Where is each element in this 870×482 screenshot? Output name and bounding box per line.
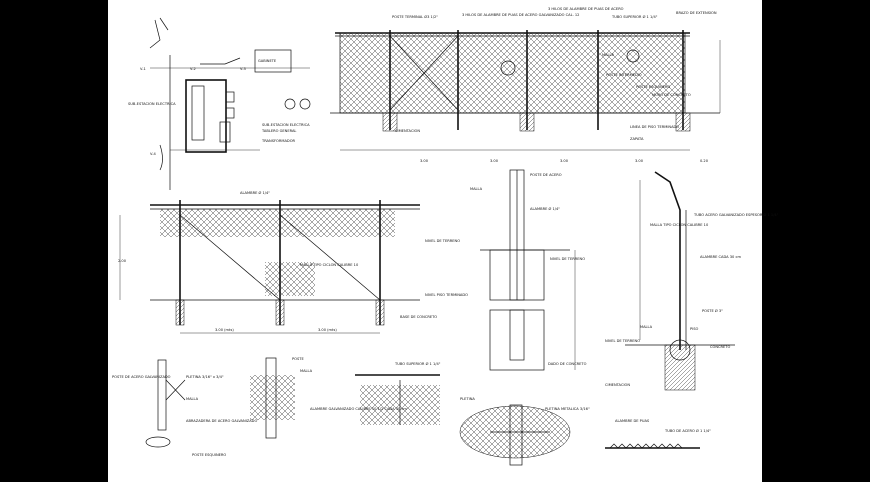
d2-label-1: MALLA	[300, 369, 313, 373]
post-label-2: ALAMBRE Ø 1/4"	[530, 206, 560, 211]
mid-dim-0: 3.00 (mts)	[215, 328, 234, 332]
side-label-5: PISO	[690, 327, 699, 331]
d1-label-4: POSTE ESQUINERO	[192, 453, 226, 457]
top-dim-2: 3.00	[560, 159, 569, 163]
side-label-1: MALLA TIPO CICLON CALIBRE 10	[650, 223, 709, 227]
post-label-1: MALLA	[470, 187, 483, 191]
top-label-2: 3 HILOS DE ALAMBRE DE PUAS DE ACERO	[548, 7, 624, 11]
site-axis-4: V-4	[150, 152, 157, 156]
mid-label-4: BASE DE CONCRETO	[400, 315, 437, 319]
side-label-7: CIMENTACION	[605, 383, 630, 387]
post-label-0: POSTE DE ACERO	[530, 173, 562, 177]
top-dim-0: 3.00	[420, 159, 429, 163]
d1-label-3: ABRAZADERA DE ACERO GALVANIZADO	[186, 419, 257, 423]
side-label-2: ALAMBRE CADA 30 cm	[700, 255, 741, 259]
top-dim-1: 3.00	[490, 159, 499, 163]
detail-3: TUBO SUPERIOR Ø 1 1/4" ALAMBRE GALVANIZA…	[310, 361, 441, 425]
site-legend-1: SUB-ESTACION ELECTRICA	[262, 123, 310, 127]
mid-label-3: NIVEL PISO TERMINADO	[425, 293, 468, 297]
d5-label-0: ALAMBRE DE PUAS	[615, 419, 650, 423]
post-label-4: DADO DE CONCRETO	[548, 362, 587, 366]
side-label-3: POSTE Ø 3"	[702, 308, 723, 313]
site-plan-box-label: GABINETE	[258, 59, 277, 63]
top-dim-3: 3.00	[635, 159, 644, 163]
top-label-3: TUBO SUPERIOR Ø 1 1/4"	[611, 14, 658, 19]
site-legend-2: TABLERO GENERAL	[261, 129, 296, 133]
top-label-10: LINEA DE PISO TERMINADO	[630, 125, 679, 129]
d5-label-1: TUBO DE ACERO Ø 1 1/4"	[664, 428, 711, 433]
site-axis-1: V-1	[140, 67, 146, 71]
detail-1: POSTE DE ACERO GALVANIZADO PLETINA 3/16"…	[112, 359, 257, 457]
mid-label-0: ALAMBRE Ø 1/4"	[240, 190, 270, 195]
mid-label-1: MALLA TIPO CICLON CALIBRE 10	[300, 263, 359, 267]
mid-dim-2: 2.00	[118, 259, 127, 263]
top-label-6: POSTE INTERMEDIO	[606, 73, 642, 77]
side-label-0: TUBO ACERO GALVANIZADO ESPESOR Ø 1 1/4"	[693, 212, 779, 217]
mid-dim-1: 3.00 (mts)	[318, 328, 337, 332]
top-elevation: POSTE TERMINAL Ø3 1/2" 3 HILOS DE ALAMBR…	[330, 7, 721, 163]
detail-5: ALAMBRE DE PUAS TUBO DE ACERO Ø 1 1/4"	[605, 419, 711, 449]
side-label-8: CONCRETO	[710, 345, 730, 349]
site-plan-label: SUB-ESTACION ELECTRICA	[128, 102, 176, 106]
top-label-0: POSTE TERMINAL Ø3 1/2"	[392, 14, 438, 19]
top-label-4: BRAZO DE EXTENSION	[676, 11, 717, 15]
top-label-9: CIMENTACION	[395, 129, 420, 133]
site-legend-3: TRANSFORMADOR	[261, 139, 296, 143]
mid-label-2: NIVEL DE TERRENO	[425, 239, 460, 243]
site-axis-2: V-2	[190, 67, 196, 71]
site-axis-3: V-3	[240, 67, 246, 71]
post-section: POSTE DE ACERO MALLA ALAMBRE Ø 1/4" NIVE…	[470, 169, 587, 371]
top-label-8: MURO DE CONCRETO	[652, 93, 691, 97]
d1-label-1: PLETINA 3/16" x 3/4"	[186, 375, 224, 379]
d1-label-2: MALLA	[186, 397, 199, 401]
post-side: TUBO ACERO GALVANIZADO ESPESOR Ø 1 1/4" …	[605, 171, 779, 391]
d4-label-1: PLETINA METALICA 3/16"	[545, 407, 590, 411]
detail-4: PLETINA PLETINA METALICA 3/16"	[459, 397, 590, 466]
top-label-7: POSTE ESQUINERO	[636, 85, 670, 89]
side-label-6: NIVEL DE TERRENO	[605, 339, 640, 343]
site-plan: SUB-ESTACION ELECTRICA GABINETE SUB-ESTA…	[128, 17, 311, 190]
gabinete-box	[254, 49, 292, 73]
detail-2: POSTE MALLA	[250, 357, 313, 439]
d1-label-0: POSTE DE ACERO GALVANIZADO	[112, 375, 171, 379]
top-label-11: ZAPATA	[630, 137, 644, 141]
post-label-3: NIVEL DE TERRENO	[550, 257, 585, 261]
top-label-1: 3 HILOS DE ALAMBRE DE PUAS DE ACERO GALV…	[462, 13, 579, 17]
d4-label-0: PLETINA	[460, 397, 475, 401]
mid-elevation: ALAMBRE Ø 1/4" MALLA TIPO CICLON CALIBRE…	[118, 190, 468, 334]
top-dim-4: 0.20	[700, 159, 709, 163]
d2-label-0: POSTE	[292, 357, 304, 361]
d3-label-1: ALAMBRE GALVANIZADO CALIBRE 10 1/2 CADA …	[310, 407, 407, 411]
side-label-4: MALLA	[640, 325, 653, 329]
top-label-5: MALLA	[602, 53, 615, 57]
d3-label-0: TUBO SUPERIOR Ø 1 1/4"	[394, 361, 441, 366]
